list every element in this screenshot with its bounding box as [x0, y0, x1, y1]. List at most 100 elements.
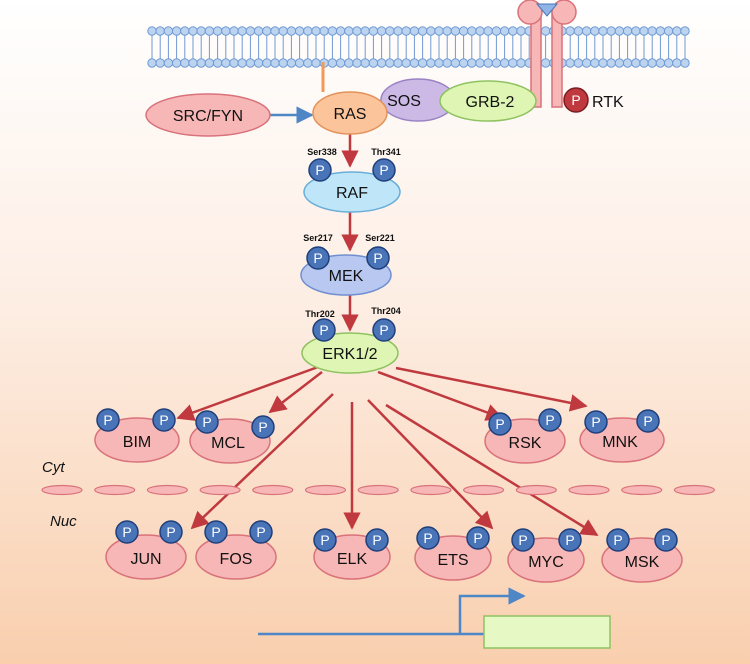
svg-text:P: P	[379, 162, 388, 178]
label-rtk: RTK	[592, 94, 624, 111]
arrow-erk-to-mnk	[395, 366, 588, 412]
signaling-arrows	[176, 106, 599, 537]
label-msk: MSK	[625, 554, 660, 571]
svg-text:P: P	[211, 524, 220, 540]
label-mcl: MCL	[211, 435, 245, 452]
phospho-site: P	[204, 520, 228, 544]
phospho-site: P	[466, 526, 490, 550]
label-rsk: RSK	[509, 435, 542, 452]
target-gene	[258, 587, 611, 649]
label-src-fyn: SRC/FYN	[173, 108, 243, 125]
nuclear-envelope	[41, 484, 716, 496]
svg-text:P: P	[202, 414, 211, 430]
node-sos: SOS	[380, 78, 456, 122]
svg-text:P: P	[565, 532, 574, 548]
phospho-site: P	[251, 415, 275, 439]
svg-text:P: P	[372, 532, 381, 548]
svg-text:P: P	[258, 419, 267, 435]
phospho-site: P	[538, 408, 562, 432]
phospho-site: P	[372, 318, 396, 342]
label-ras: RAS	[334, 106, 367, 123]
svg-text:P: P	[643, 413, 652, 429]
arrow-erk-to-bim	[176, 365, 319, 421]
phospho-site: P	[365, 528, 389, 552]
site-erk-left: Thr202	[305, 309, 335, 319]
node-grb2: GRB-2	[439, 80, 537, 122]
gene-box	[483, 615, 611, 649]
phospho-site: P	[249, 520, 273, 544]
label-mnk: MNK	[602, 434, 638, 451]
phospho-site: P	[488, 412, 512, 436]
cell-membrane	[147, 26, 690, 68]
site-raf-left: Ser338	[307, 147, 337, 157]
phospho-site: P	[308, 158, 332, 182]
site-erk-right: Thr204	[371, 306, 401, 316]
svg-text:P: P	[159, 412, 168, 428]
svg-text:P: P	[473, 530, 482, 546]
svg-text:P: P	[256, 524, 265, 540]
svg-text:P: P	[518, 532, 527, 548]
node-fos: FOS	[195, 534, 277, 580]
svg-text:P: P	[423, 530, 432, 546]
node-raf: RAF	[303, 171, 401, 213]
svg-text:P: P	[319, 322, 328, 338]
svg-text:P: P	[545, 412, 554, 428]
svg-text:P: P	[373, 250, 382, 266]
label-ets: ETS	[437, 552, 468, 569]
label-myc: MYC	[528, 554, 564, 571]
svg-text:P: P	[122, 524, 131, 540]
label-jun: JUN	[130, 551, 161, 568]
svg-text:P: P	[379, 322, 388, 338]
rtk-phospho: P	[563, 87, 589, 113]
svg-text:P: P	[320, 532, 329, 548]
svg-text:P: P	[315, 162, 324, 178]
label-sos: SOS	[387, 93, 421, 110]
phospho-site: P	[159, 520, 183, 544]
phospho-site: P	[584, 410, 608, 434]
label-raf: RAF	[336, 185, 368, 202]
arrow-erk-to-ets	[367, 399, 494, 530]
svg-text:P: P	[613, 532, 622, 548]
node-jun: JUN	[105, 534, 187, 580]
svg-text:P: P	[495, 416, 504, 432]
phospho-site: P	[306, 246, 330, 270]
phosphorylation-sites: P P P P P P P P P P P P P P P P P P P P P P P P P P	[96, 158, 678, 552]
phospho-site: P	[313, 528, 337, 552]
label-elk: ELK	[337, 551, 368, 568]
phospho-site: P	[558, 528, 582, 552]
label-grb2: GRB-2	[466, 94, 515, 111]
phospho-site: P	[115, 520, 139, 544]
label-fos: FOS	[220, 551, 253, 568]
node-erk: ERK1/2	[301, 332, 399, 374]
arrow-erk-to-fos	[190, 393, 334, 530]
arrow-erk-to-mcl	[268, 371, 323, 414]
node-src-fyn: SRC/FYN	[145, 93, 271, 137]
phospho-site: P	[511, 528, 535, 552]
site-mek-right: Ser221	[365, 233, 395, 243]
phospho-site: P	[195, 410, 219, 434]
site-raf-right: Thr341	[371, 147, 401, 157]
label-bim: BIM	[123, 434, 151, 451]
transcription-start-arrow	[458, 587, 526, 634]
phospho-site: P	[372, 158, 396, 182]
phospho-site: P	[654, 528, 678, 552]
svg-text:P: P	[661, 532, 670, 548]
rtk-receptor	[517, 0, 577, 108]
phospho-site: P	[636, 409, 660, 433]
phospho-site: P	[366, 246, 390, 270]
label-erk: ERK1/2	[322, 346, 377, 363]
phospho-site: P	[152, 408, 176, 432]
label-nucleus: Nuc	[50, 513, 77, 530]
phospho-site: P	[312, 318, 336, 342]
phospho-site: P	[96, 408, 120, 432]
phospho-site: P	[606, 528, 630, 552]
phospho-site: P	[416, 526, 440, 550]
svg-text:P: P	[103, 412, 112, 428]
svg-text:P: P	[591, 414, 600, 430]
rtk-phospho-label: P	[571, 92, 580, 108]
label-mek: MEK	[329, 268, 364, 285]
arrow-erk-to-rsk	[377, 370, 504, 421]
membrane-lipid-tails	[151, 33, 686, 60]
